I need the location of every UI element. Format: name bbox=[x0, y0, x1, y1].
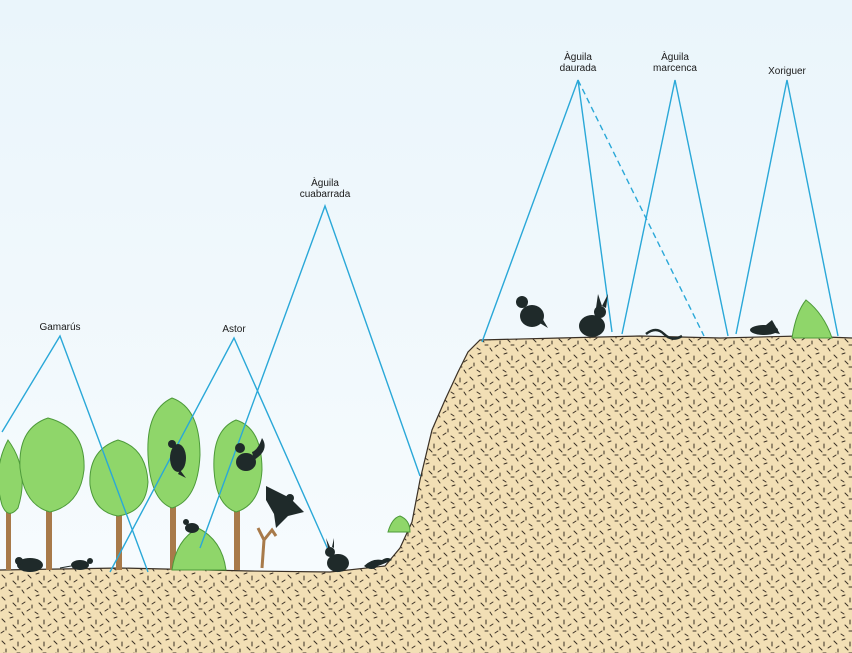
hare-icon bbox=[579, 294, 608, 337]
label-line: cuabarrada bbox=[299, 189, 351, 200]
hunting-range-lines bbox=[1, 79, 839, 573]
pigeon-icon bbox=[266, 486, 304, 528]
label-line: Gamarús bbox=[39, 322, 81, 333]
label-line: Àguila bbox=[661, 52, 689, 63]
small-bird-icon bbox=[183, 519, 199, 533]
rodent-icon bbox=[15, 557, 43, 572]
label-line: Àguila bbox=[564, 52, 592, 63]
snake-icon bbox=[645, 328, 683, 340]
crow-icon bbox=[168, 440, 186, 478]
grasshopper-icon bbox=[750, 320, 780, 335]
aguila-marcenca-range bbox=[621, 79, 729, 337]
ground-cliff bbox=[0, 336, 852, 653]
label-line: marcenca bbox=[653, 63, 697, 74]
label-gamarus: Gamarús bbox=[39, 322, 80, 333]
astor-range bbox=[109, 336, 339, 573]
label-xoriguer: Xoriguer bbox=[768, 66, 806, 77]
bush bbox=[387, 515, 411, 533]
label-astor: Astor bbox=[222, 324, 245, 335]
ground-outline bbox=[0, 335, 852, 573]
tree bbox=[19, 417, 85, 570]
bush bbox=[791, 299, 833, 339]
partridge-icon bbox=[516, 296, 548, 328]
label-line: Àguila bbox=[311, 178, 339, 189]
label-line: Xoriguer bbox=[768, 66, 806, 77]
dead-branch bbox=[256, 527, 278, 569]
prey-silhouettes bbox=[15, 294, 780, 572]
mouse-icon bbox=[59, 558, 93, 570]
rabbit-icon bbox=[325, 538, 349, 572]
aguila-daurada-range-dashed bbox=[577, 79, 705, 337]
squirrel-icon bbox=[235, 438, 265, 471]
label-line: daurada bbox=[559, 63, 597, 74]
tree bbox=[89, 439, 149, 570]
aguila-cuabarrada-range bbox=[199, 203, 421, 549]
label-line: Astor bbox=[222, 324, 246, 335]
lizard-icon bbox=[364, 558, 392, 569]
gamarus-range bbox=[1, 334, 149, 573]
xoriguer-range bbox=[735, 79, 839, 337]
